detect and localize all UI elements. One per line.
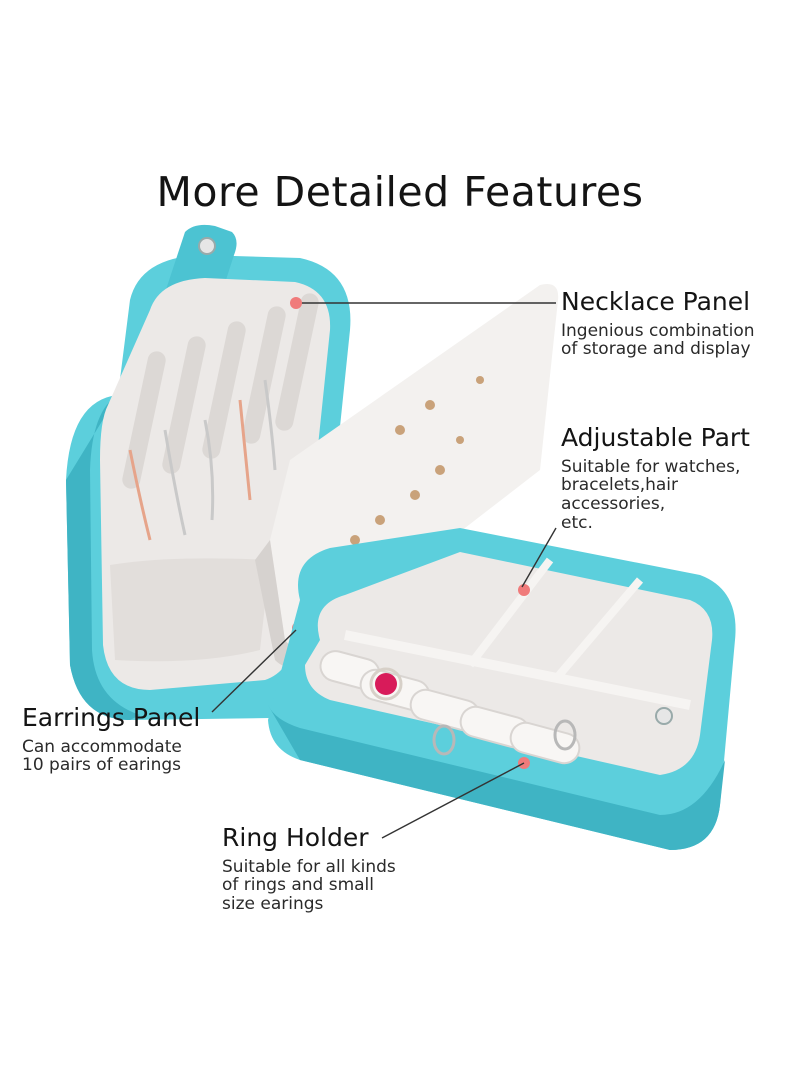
marker-dot (290, 297, 302, 309)
callout-heading: Necklace Panel (561, 287, 751, 316)
callout-heading: Earrings Panel (22, 703, 201, 732)
callout-line: Can accommodate (22, 736, 182, 757)
divider-long (344, 630, 691, 710)
earring-panel-edge (255, 540, 320, 668)
callout-line: accessories, (561, 493, 666, 514)
callout-necklace-panel: Necklace Panel Ingenious combination of … (561, 288, 755, 359)
page-title: More Detailed Features (156, 168, 644, 216)
callout-line: Suitable for watches, (561, 456, 741, 477)
callout-earrings-panel: Earrings Panel Can accommodate 10 pairs … (22, 704, 200, 775)
callout-description: Suitable for watches, bracelets,hair acc… (561, 456, 750, 533)
callout-ring-holder: Ring Holder Suitable for all kinds of ri… (222, 824, 396, 914)
lid-edge-shade (66, 395, 140, 720)
necklace-slots (122, 293, 319, 489)
callout-description: Ingenious combination of storage and dis… (561, 320, 755, 360)
callout-line: Suitable for all kinds (222, 856, 396, 877)
callout-line: of storage and display (561, 339, 751, 360)
divider-right (551, 577, 644, 683)
silver-ring-1 (432, 724, 456, 756)
pink-pearl-ring (375, 673, 397, 695)
snap-button-top (198, 237, 216, 255)
callout-line: Ingenious combination (561, 320, 755, 341)
snap-button-base (655, 707, 673, 725)
callout-line: size earings (222, 893, 324, 914)
callout-heading: Adjustable Part (561, 423, 750, 452)
callout-line: 10 pairs of earings (22, 755, 182, 776)
divider-mid (466, 557, 554, 668)
leader-lines (211, 302, 557, 839)
callout-description: Can accommodate 10 pairs of earings (22, 736, 200, 776)
callout-line: etc. (561, 512, 593, 533)
necklace-chains (128, 379, 277, 541)
lid-pocket (110, 558, 270, 662)
silver-ring-2 (553, 719, 577, 751)
callout-line: bracelets,hair (561, 475, 679, 496)
callout-heading: Ring Holder (222, 823, 369, 852)
callout-adjustable-part: Adjustable Part Suitable for watches, br… (561, 424, 750, 532)
marker-dot (518, 584, 530, 596)
callout-line: of rings and small (222, 875, 374, 896)
callout-description: Suitable for all kinds of rings and smal… (222, 856, 396, 914)
